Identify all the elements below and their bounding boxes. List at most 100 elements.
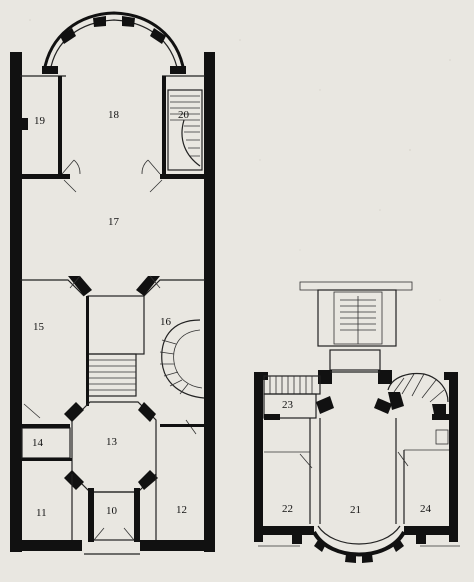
stair-16-rail (173, 329, 203, 389)
west-wall (10, 52, 22, 552)
bay-pier-4 (392, 540, 404, 552)
pier-17-right (136, 276, 160, 296)
annex-north-pier-right (378, 370, 392, 384)
stair-ne-pier-right (432, 404, 446, 414)
apse-pier-2 (93, 16, 106, 27)
door-swing-17-left (63, 179, 77, 193)
east-wall (204, 52, 215, 552)
annex-plan: 23 22 21 24 (254, 281, 460, 563)
label-room-20: 20 (178, 109, 190, 121)
label-room-24: 24 (420, 503, 432, 515)
wall-11-top (22, 458, 72, 461)
entrance-jamb-left (88, 488, 94, 542)
landing-box (317, 289, 397, 347)
wall-22-top-left (264, 414, 280, 420)
apse-pier-4 (150, 28, 166, 44)
wall-24-top (432, 414, 450, 420)
wall-12-top (160, 424, 205, 427)
apse-base-right (170, 66, 186, 74)
stair-20-box (167, 89, 203, 171)
room-23-box (263, 393, 317, 419)
corner-nw (10, 52, 20, 74)
label-room-12: 12 (176, 504, 187, 516)
apse-pier-1 (60, 28, 76, 44)
wall-20-bottom (160, 174, 205, 179)
pier-13-nw (64, 402, 84, 422)
wall-19-bottom (20, 174, 70, 179)
stair-ne-pier-left (388, 392, 404, 410)
bay-window-outer (312, 530, 406, 557)
stair-16-outline (161, 319, 205, 399)
wall-19-right (58, 76, 62, 174)
front-wall-right (140, 540, 215, 551)
door-swing-14 (23, 403, 41, 419)
annex-cabinet (435, 429, 449, 445)
front-wall-left (10, 540, 82, 551)
annex-link (329, 349, 381, 371)
stair-16 (159, 319, 205, 399)
landing-ledge (299, 281, 413, 291)
annex-east-wall (449, 372, 458, 542)
bay-pier-3 (362, 554, 373, 563)
annex-south-wall-right (404, 526, 458, 535)
front-door-swings (93, 527, 135, 541)
annex-ne-corner (444, 372, 458, 380)
label-room-15: 15 (33, 321, 45, 333)
main-house-plan: 18 19 20 17 15 16 14 13 11 10 12 (10, 11, 215, 555)
fireplace-19 (20, 118, 28, 130)
label-room-21: 21 (350, 504, 361, 516)
apse-pier-3 (122, 16, 135, 27)
label-room-13: 13 (106, 436, 118, 448)
annex-nw-corner (254, 372, 268, 380)
pier-17-left (68, 276, 92, 296)
stair-20-rail (181, 119, 201, 167)
label-room-16: 16 (160, 316, 172, 328)
label-room-23: 23 (282, 399, 294, 411)
door-swing-17-right (149, 179, 163, 193)
wall-20-left (162, 76, 166, 174)
pier-13-ne (138, 402, 156, 422)
wall-14-top (22, 424, 70, 428)
pier-13-se (138, 470, 158, 490)
paper-texture (29, 19, 451, 301)
stair-16-treads (159, 339, 189, 395)
apse-base-left (42, 66, 58, 74)
label-room-11: 11 (36, 507, 47, 519)
corner-ne (205, 52, 215, 74)
annex-west-wall (254, 372, 263, 542)
stair-central-treads (88, 359, 136, 391)
bay-pier-1 (314, 540, 326, 552)
door-swing-18-left (61, 159, 81, 175)
apse-outline (49, 19, 179, 73)
door-swing-15 (69, 275, 81, 289)
door-swing-24 (397, 451, 409, 467)
stair-23 (263, 375, 321, 395)
bay-base-left (292, 534, 302, 544)
entrance-jamb-right (134, 488, 140, 542)
stair-20-treads (170, 95, 200, 157)
wall-15-right (86, 296, 89, 406)
annex-south-wall-left (254, 526, 314, 535)
stair-ne (387, 372, 449, 414)
door-swing-22 (299, 453, 313, 469)
room-14-box (21, 427, 71, 459)
upper-landing (299, 281, 413, 347)
label-room-19: 19 (34, 115, 46, 127)
stair-ne-treads (393, 373, 445, 403)
bay-base-right (416, 534, 426, 544)
door-swing-18-right (141, 159, 161, 175)
stair-20 (167, 89, 203, 171)
pier-21-nw (316, 396, 334, 414)
door-swing-16 (149, 275, 161, 289)
label-room-22: 22 (282, 503, 293, 515)
pier-21-ne (374, 398, 392, 414)
annex-north-pier-left (318, 370, 332, 384)
label-room-10: 10 (106, 505, 118, 517)
central-vestibule (87, 295, 145, 355)
stair-23-treads (269, 376, 313, 394)
label-room-18: 18 (108, 109, 120, 121)
bay-pier-2 (345, 554, 356, 563)
apse-outer (42, 11, 186, 73)
